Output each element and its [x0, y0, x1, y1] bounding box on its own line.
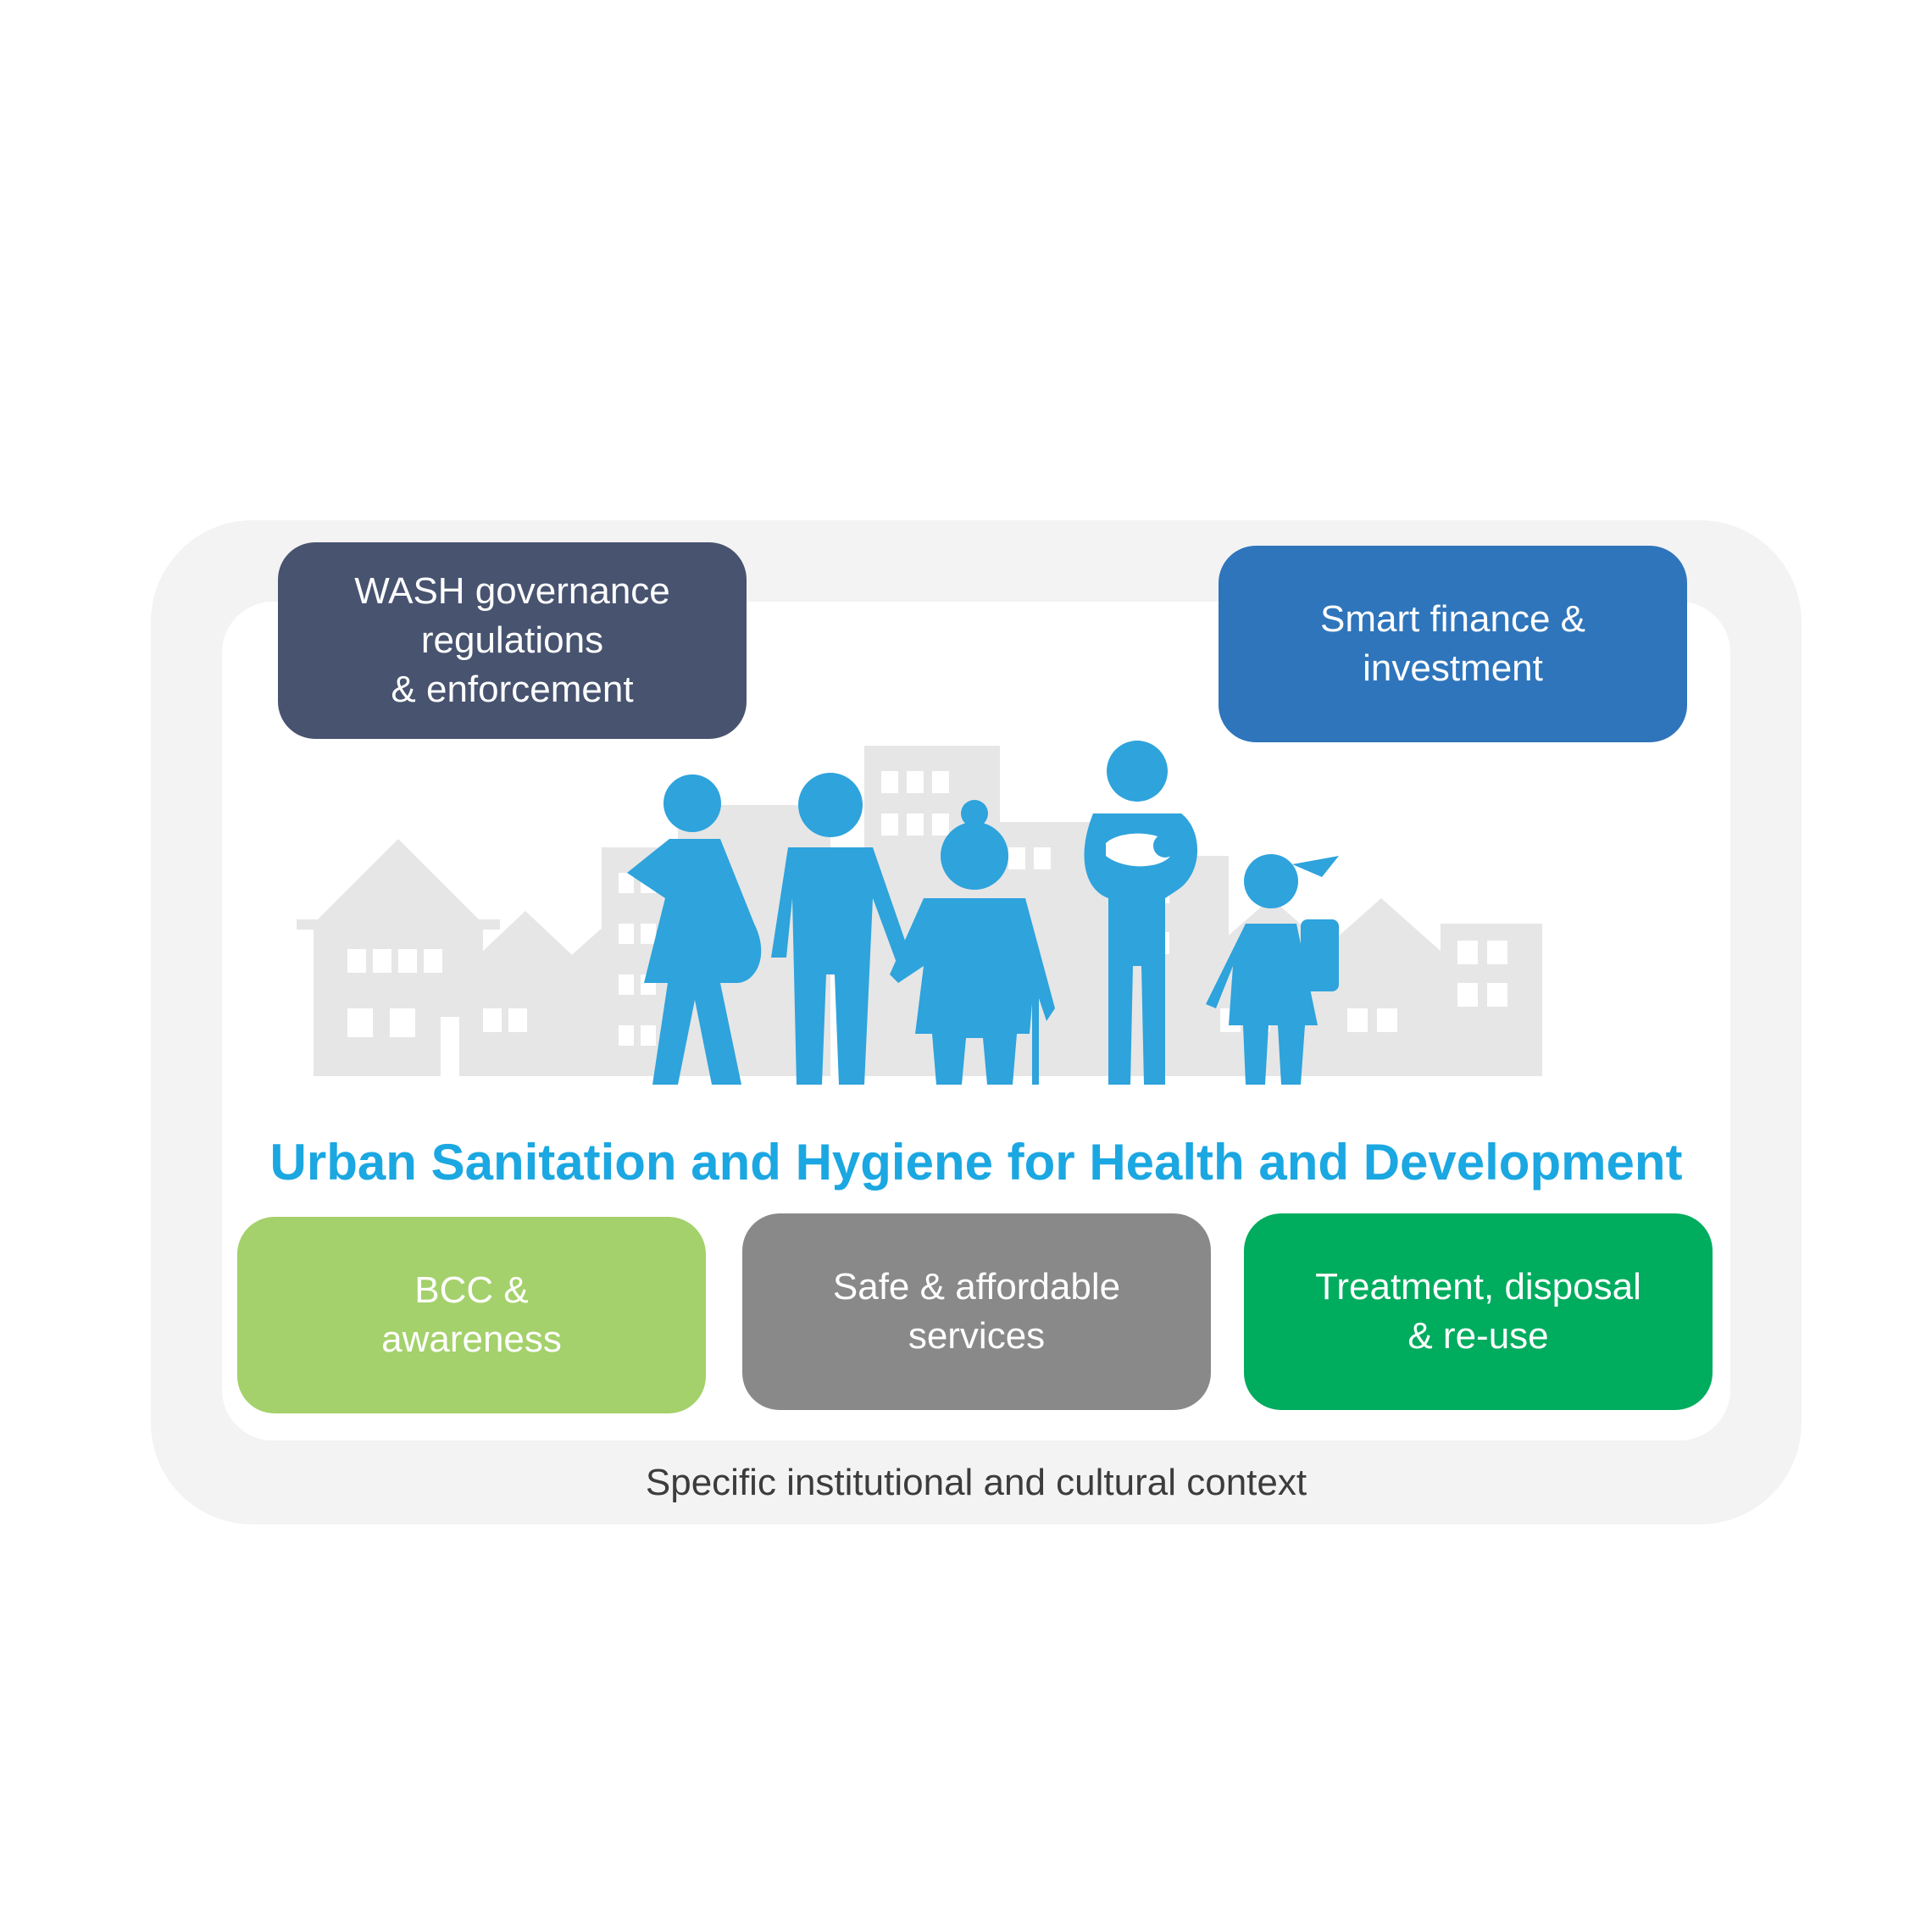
bcc-box: BCC & awareness — [237, 1217, 706, 1413]
family-figures-icon — [627, 741, 1339, 1085]
governance-box: WASH governance regulations & enforcemen… — [278, 542, 747, 739]
finance-label: Smart finance & investment — [1319, 598, 1586, 689]
governance-label: WASH governance regulations & enforcemen… — [354, 570, 670, 710]
context-label: Specific institutional and cultural cont… — [645, 1462, 1307, 1503]
treatment-label: Treatment, disposal & re-use — [1315, 1266, 1641, 1357]
diagram-title: Urban Sanitation and Hygiene for Health … — [269, 1134, 1683, 1191]
services-label: Safe & affordable services — [832, 1266, 1121, 1357]
city-people-illustration — [297, 741, 1542, 1085]
services-box: Safe & affordable services — [742, 1213, 1211, 1410]
bcc-label: BCC & awareness — [381, 1269, 562, 1360]
treatment-box: Treatment, disposal & re-use — [1244, 1213, 1713, 1410]
baby-head — [1153, 834, 1177, 858]
finance-box: Smart finance & investment — [1219, 546, 1687, 742]
